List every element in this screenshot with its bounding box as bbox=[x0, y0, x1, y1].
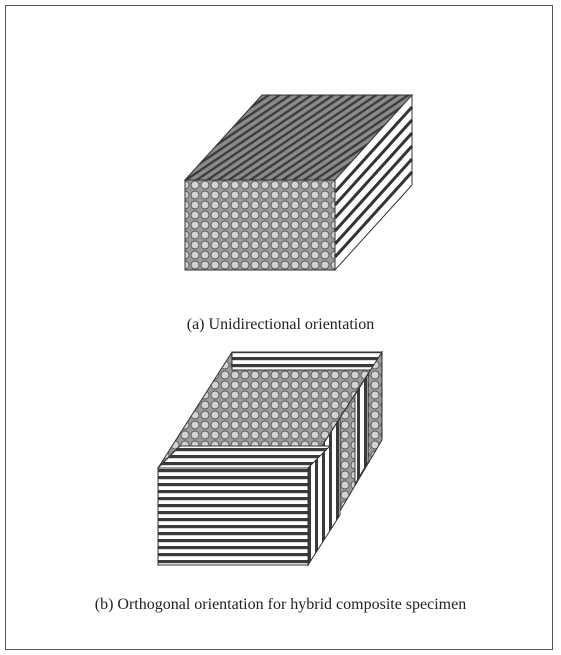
orthogonal-top-strip bbox=[231, 351, 383, 371]
orthogonal-front-top-slice bbox=[156, 445, 332, 469]
orthogonal-block bbox=[156, 350, 383, 567]
orthogonal-side-vertical-fibers-2 bbox=[354, 372, 369, 486]
caption-unidirectional: (a) Unidirectional orientation bbox=[186, 316, 375, 333]
unidirectional-front-face bbox=[184, 179, 336, 271]
orthogonal-front-face bbox=[157, 467, 309, 566]
caption-orthogonal: (b) Orthogonal orientation for hybrid co… bbox=[94, 596, 467, 613]
unidirectional-block bbox=[183, 93, 414, 272]
unidirectional-side-face bbox=[334, 93, 413, 272]
unidirectional-ply-lines bbox=[333, 105, 414, 259]
